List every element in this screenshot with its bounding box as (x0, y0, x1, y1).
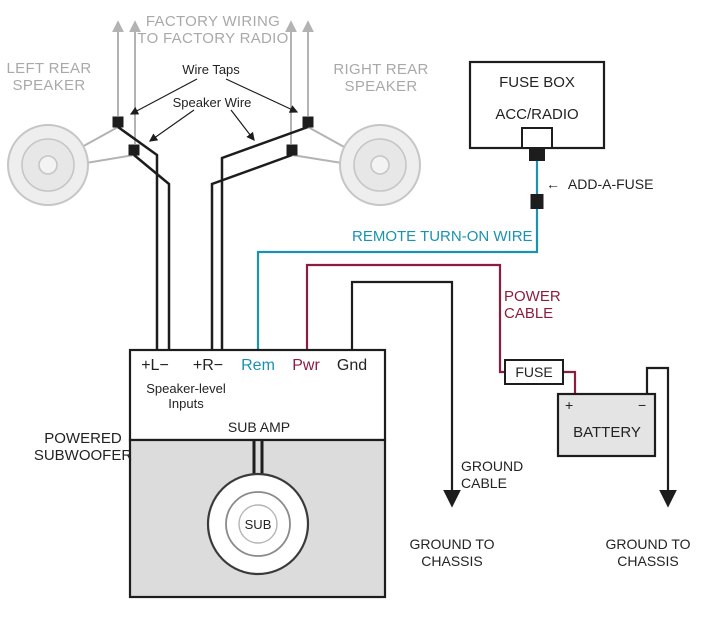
left-rear-speaker-label: LEFT REAR SPEAKER (7, 60, 92, 94)
add-a-fuse-holder (530, 194, 544, 209)
add-a-fuse-label: ← ADD-A-FUSE (546, 176, 653, 193)
powered-subwoofer-label: POWERED SUBWOOFER (34, 430, 132, 464)
speaker-wires (117, 125, 309, 349)
amp-input-left: +L− (141, 357, 169, 374)
speaker-wire-pointer-right (230, 109, 255, 141)
right-speaker-line1: RIGHT REAR (333, 61, 429, 78)
left-arrow-icon: ← (546, 176, 560, 192)
label-pointers (129, 78, 299, 142)
fuse-box-tap-connector (529, 148, 545, 161)
left-speaker-line1: LEFT REAR (6, 60, 92, 77)
power-cable-fuse-to-battery (563, 370, 577, 394)
wire-tap (302, 116, 314, 128)
speaker-wire-label: Speaker Wire (172, 95, 252, 110)
factory-wiring-line2: TO FACTORY RADIO (137, 30, 289, 47)
ground-cable-wire (350, 280, 461, 508)
inline-fuse (504, 359, 564, 385)
wire-taps-pointer-left (129, 78, 198, 115)
remote-turn-on-label: REMOTE TURN-ON WIRE (352, 228, 533, 245)
ground-cable-label: GROUND CABLE (461, 458, 523, 492)
factory-wire-to-speaker (79, 126, 119, 149)
speaker-level-inputs-label: Speaker-level Inputs (146, 381, 226, 411)
fuse-box-slot (521, 127, 553, 149)
factory-wiring-arrows (79, 20, 347, 164)
speaker-wire-pointer-left (148, 109, 195, 142)
powered-subwoofer-line1: POWERED (44, 430, 122, 447)
left-rear-speaker-icon (7, 124, 89, 206)
left-speaker-line2: SPEAKER (12, 77, 86, 94)
speaker-wire-left-2 (133, 154, 171, 349)
ground-cable-line1: GROUND (461, 458, 524, 474)
battery-minus-terminal: − (638, 397, 647, 413)
power-cable-line1: POWER (504, 288, 561, 305)
ground-right-line1: GROUND TO (605, 536, 691, 552)
wire-tap (112, 116, 124, 128)
speaker-hub (370, 155, 390, 175)
factory-wire-to-speaker (291, 154, 343, 164)
right-rear-speaker-icon (339, 124, 421, 206)
wire-taps-label: Wire Taps (182, 62, 240, 77)
speaker-wire-right-1 (220, 125, 309, 349)
power-cable-label: POWER CABLE (504, 288, 561, 322)
factory-wire-to-speaker (85, 154, 135, 164)
power-cable-wire (305, 263, 505, 374)
wire-tap (128, 144, 140, 156)
ground-left-line1: GROUND TO (409, 536, 495, 552)
right-rear-speaker-label: RIGHT REAR SPEAKER (333, 61, 428, 95)
acc-radio-label: ACC/RADIO (495, 106, 579, 123)
amp-input-right: +R− (192, 357, 224, 374)
fuse-box-title: FUSE BOX (499, 74, 575, 91)
sub-amp-label: SUB AMP (227, 419, 291, 435)
amp-input-gnd: Gnd (336, 357, 368, 374)
sub-amp-box (128, 348, 387, 442)
wire-taps (112, 116, 314, 156)
fuse-label: FUSE (515, 364, 553, 380)
wire-tap (286, 144, 298, 156)
speaker-hub (38, 155, 58, 175)
ground-left-line2: CHASSIS (421, 553, 483, 569)
speaker-level-line1: Speaker-level (146, 381, 226, 396)
amp-input-pwr: Pwr (292, 357, 320, 374)
factory-wiring-label: FACTORY WIRING TO FACTORY RADIO (137, 13, 288, 47)
wire-taps-pointer-right (225, 78, 299, 113)
factory-wire-to-speaker (307, 126, 347, 149)
speaker-wire-left-1 (117, 125, 159, 349)
battery-label: BATTERY (573, 424, 641, 441)
speaker-level-line2: Inputs (168, 396, 204, 411)
battery (556, 392, 657, 458)
battery-ground-wire (645, 366, 677, 508)
ground-to-chassis-right-label: GROUND TO CHASSIS (605, 536, 690, 570)
powered-subwoofer-line2: SUBWOOFER (33, 447, 133, 464)
amp-input-rem: Rem (241, 357, 275, 374)
right-speaker-line2: SPEAKER (344, 78, 418, 95)
power-cable-line2: CABLE (504, 305, 554, 322)
sub-driver-cap (238, 504, 278, 544)
ground-to-chassis-left-label: GROUND TO CHASSIS (409, 536, 494, 570)
battery-plus-terminal: + (565, 397, 574, 413)
ground-right-line2: CHASSIS (617, 553, 679, 569)
add-a-fuse-text: ADD-A-FUSE (567, 176, 654, 192)
ground-cable-line2: CABLE (461, 475, 507, 491)
factory-wiring-line1: FACTORY WIRING (145, 13, 281, 30)
speaker-wire-right-2 (210, 153, 293, 349)
sub-driver-label: SUB (244, 517, 272, 532)
